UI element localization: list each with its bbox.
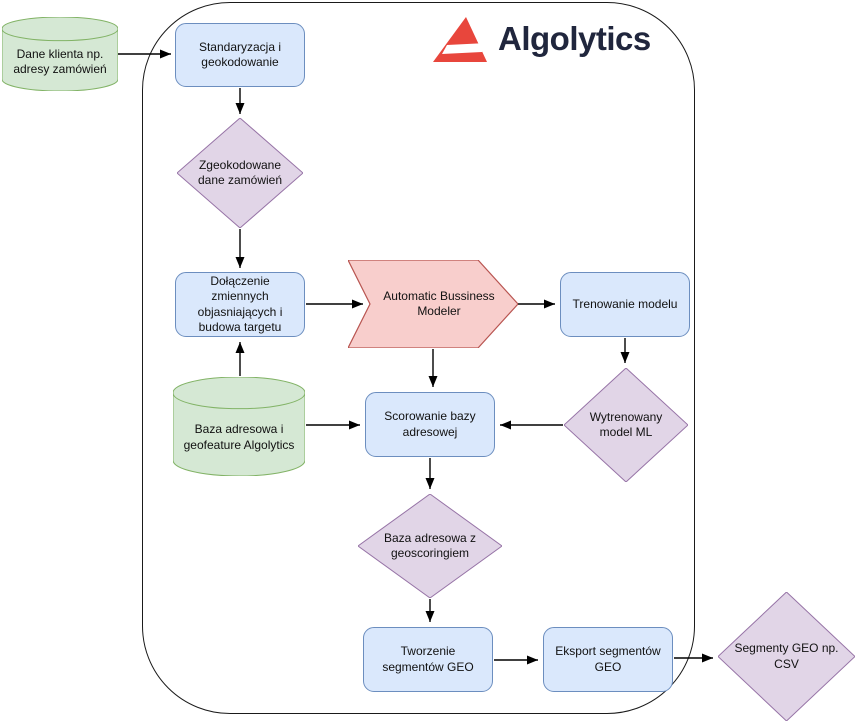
node-scored-base: Baza adresowa z geoscoringiem xyxy=(358,494,502,598)
node-label: Eksport segmentów GEO xyxy=(555,644,661,674)
node-label: Dane klienta np. adresy zamówień xyxy=(13,46,107,76)
node-join-variables: Dołączenie zmiennych objasniających i bu… xyxy=(175,272,305,337)
node-label: Standaryzacja i geokodowanie xyxy=(198,39,282,69)
node-address-base: Baza adresowa i geofeature Algolytics xyxy=(173,377,305,476)
algolytics-logo-text: Algolytics xyxy=(498,20,651,57)
node-label: Wytrenowany model ML xyxy=(589,409,663,439)
algolytics-logo: Algolytics xyxy=(433,16,651,62)
node-label: Scorowanie bazy adresowej xyxy=(384,409,476,439)
node-label: Segmenty GEO np. CSV xyxy=(734,641,839,671)
node-abm: Automatic Bussiness Modeler xyxy=(348,260,518,348)
node-model-training: Trenowanie modelu xyxy=(560,272,690,337)
algolytics-triangle-icon xyxy=(433,16,487,62)
process-container-border xyxy=(142,2,695,714)
node-label: Dołączenie zmiennych objasniających i bu… xyxy=(197,274,283,334)
diamond-shape xyxy=(358,494,502,598)
node-label: Baza adresowa i geofeature Algolytics xyxy=(183,422,295,452)
chevron-shape xyxy=(348,260,518,348)
cylinder-shape xyxy=(173,377,305,476)
node-standardization: Standaryzacja i geokodowanie xyxy=(175,23,305,87)
node-segments-export: Eksport segmentów GEO xyxy=(543,627,673,692)
diamond-shape xyxy=(564,368,688,482)
node-label: Automatic Bussiness Modeler xyxy=(383,288,495,318)
node-label: Tworzenie segmentów GEO xyxy=(382,644,474,674)
node-geocoded-orders: Zgeokodowane dane zamówień xyxy=(177,118,303,228)
diamond-shape xyxy=(177,118,303,228)
node-scoring: Scorowanie bazy adresowej xyxy=(365,392,495,457)
node-segments-creation: Tworzenie segmentów GEO xyxy=(363,627,493,692)
node-trained-model: Wytrenowany model ML xyxy=(564,368,688,482)
node-label: Zgeokodowane dane zamówień xyxy=(197,157,283,187)
node-segments-csv: Segmenty GEO np. CSV xyxy=(718,592,855,721)
node-client-data: Dane klienta np. adresy zamówień xyxy=(2,17,118,91)
diamond-shape xyxy=(718,592,855,721)
node-label: Baza adresowa z geoscoringiem xyxy=(383,530,477,560)
node-label: Trenowanie modelu xyxy=(572,296,678,311)
cylinder-shape xyxy=(2,17,118,91)
